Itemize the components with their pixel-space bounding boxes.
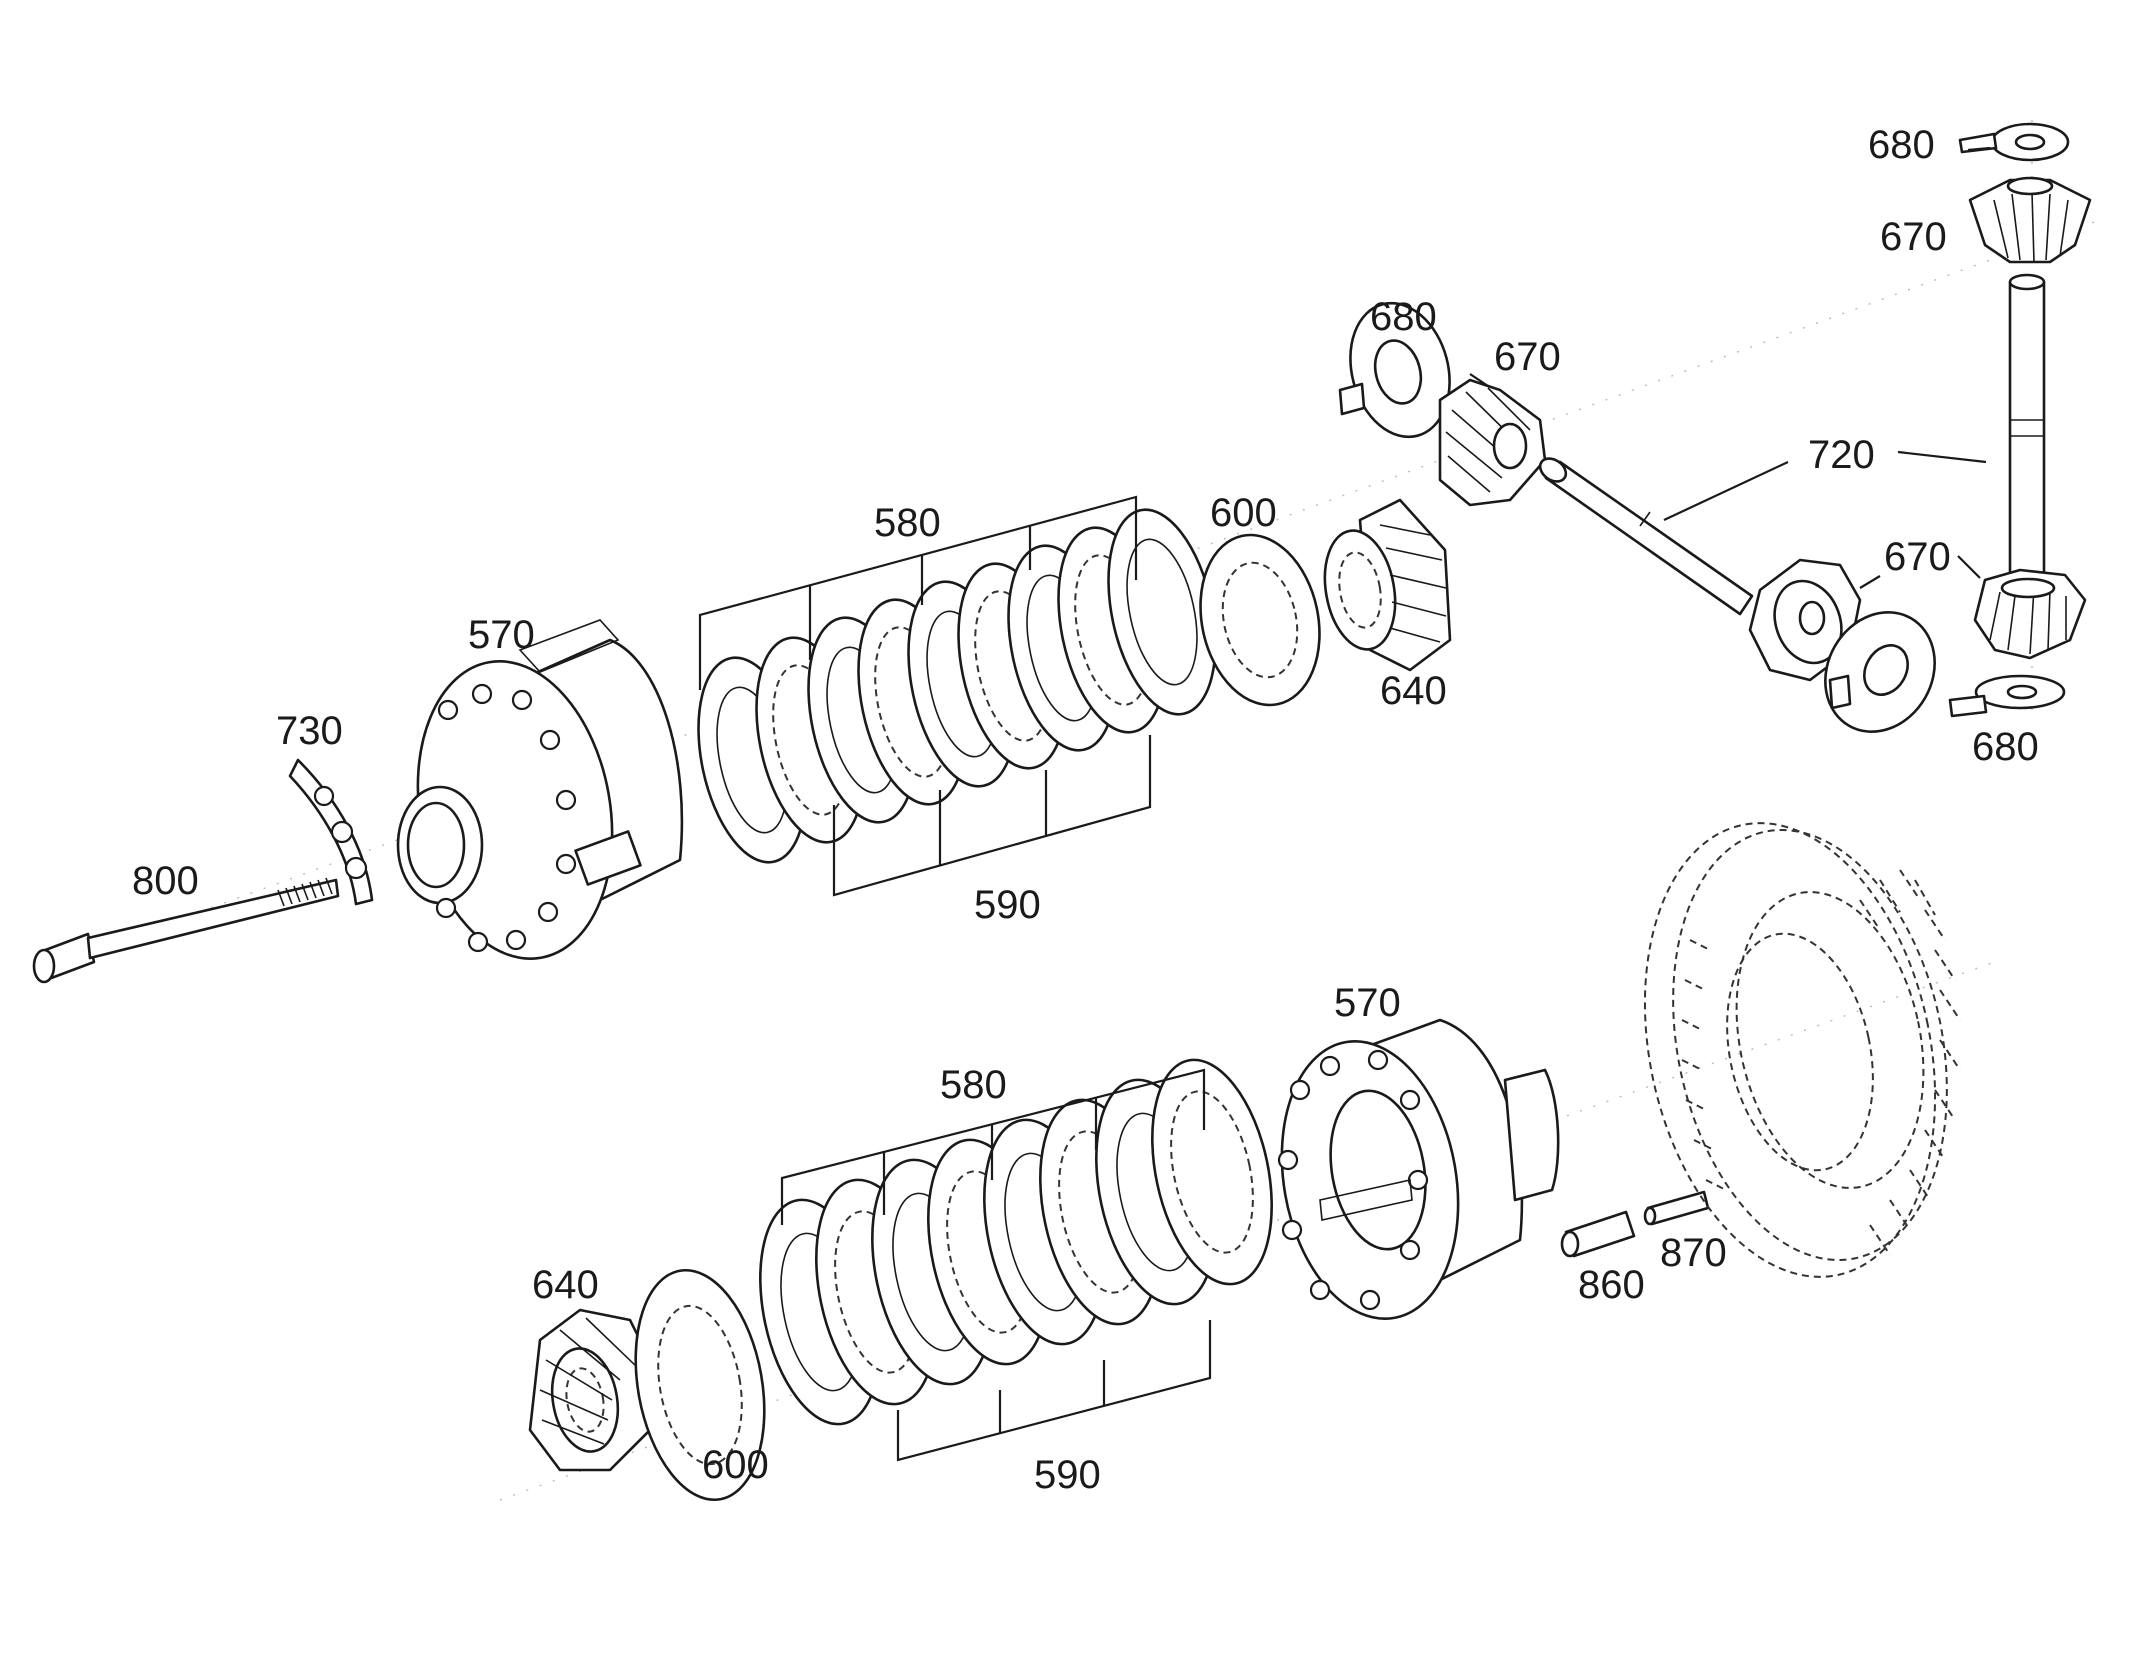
part-number-labels: 680 670 680 670 720 670 680 580 600 570 …: [132, 123, 2039, 1497]
label-720: 720: [1808, 433, 1875, 477]
label-670-right: 670: [1884, 535, 1951, 579]
disc-pack-upper: [697, 508, 1217, 864]
label-570-upper: 570: [468, 613, 535, 657]
part-730-locking-plate: [288, 758, 374, 906]
label-600-upper: 600: [1210, 491, 1277, 535]
part-680-washer-lower-mid: [1824, 611, 1936, 733]
part-670-pinion-mid: [1438, 378, 1547, 507]
part-600-washer-lower: [634, 1268, 766, 1502]
label-600-lower: 600: [702, 1443, 769, 1487]
label-670-top: 670: [1880, 215, 1947, 259]
label-800: 800: [132, 859, 199, 903]
label-580-lower: 580: [940, 1063, 1007, 1107]
part-600-washer-upper: [1199, 533, 1321, 707]
label-640-upper: 640: [1380, 669, 1447, 713]
label-640-lower: 640: [532, 1263, 599, 1307]
part-720-axle-diagonal: [1538, 457, 1754, 616]
bracket-590-lower: [896, 1320, 1212, 1462]
label-680-bottom: 680: [1972, 725, 2039, 769]
label-870: 870: [1660, 1231, 1727, 1275]
label-730: 730: [276, 709, 343, 753]
label-860: 860: [1578, 1263, 1645, 1307]
disc-pack-lower: [759, 1058, 1273, 1426]
label-590-upper: 590: [974, 883, 1041, 927]
part-670-pinion-right: [1973, 568, 2087, 660]
label-680-top: 680: [1868, 123, 1935, 167]
part-720-axle-vertical: [2008, 273, 2046, 576]
bracket-580-upper: [698, 495, 1138, 690]
ring-gear-phantom: [1643, 822, 1961, 1278]
part-570-housing-lower: [1277, 1018, 1560, 1320]
part-680-washer-top: [1958, 122, 2070, 162]
part-640-axle-gear-upper: [1323, 498, 1452, 672]
label-580-upper: 580: [874, 501, 941, 545]
part-860-pin: [1560, 1210, 1636, 1258]
label-590-lower: 590: [1034, 1453, 1101, 1497]
bracket-590-upper: [832, 735, 1152, 897]
part-670-pinion-top: [1968, 176, 2092, 264]
leader-lines: [1469, 146, 1991, 589]
label-570-lower: 570: [1334, 981, 1401, 1025]
bracket-580-lower: [780, 1068, 1206, 1225]
part-800-cap-screw: [32, 877, 340, 984]
label-680-mid: 680: [1370, 295, 1437, 339]
part-570-housing-upper: [396, 619, 684, 960]
part-870-pin: [1643, 1190, 1710, 1226]
part-680-washer-mid: [1338, 301, 1451, 439]
part-680-washer-bottom: [1948, 674, 2066, 718]
label-670-mid: 670: [1494, 335, 1561, 379]
part-640-axle-gear-lower: [528, 1308, 657, 1472]
